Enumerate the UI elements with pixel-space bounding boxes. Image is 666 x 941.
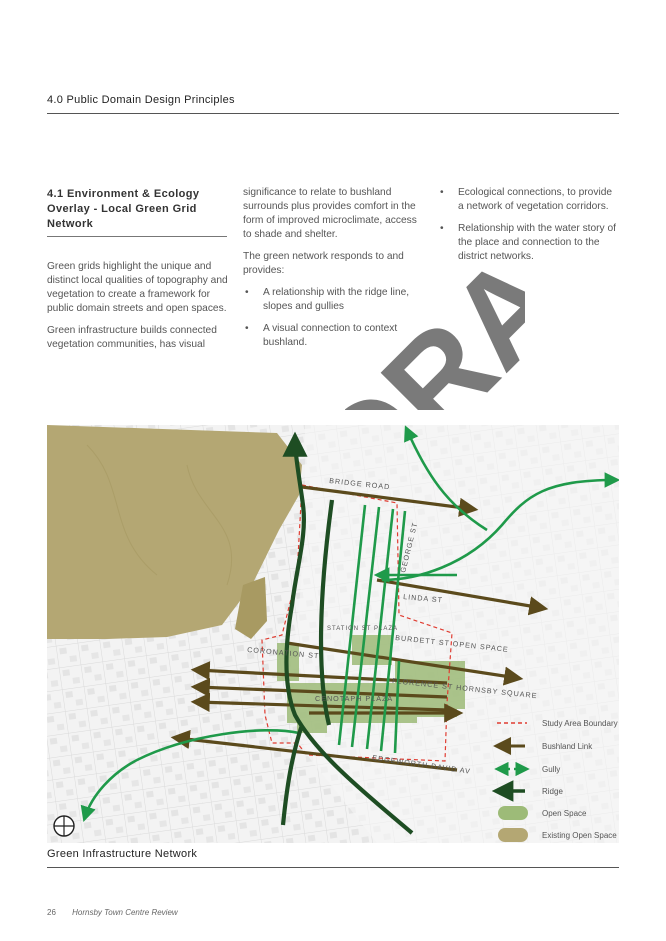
- caption-divider: [47, 867, 619, 868]
- ridge-lines: [280, 431, 414, 835]
- legend-item-gully: Gully: [494, 761, 560, 777]
- legend-label-ridge: Ridge: [542, 787, 563, 796]
- figure-caption: Green Infrastructure Network: [47, 848, 198, 860]
- draft-watermark: DRAFT: [345, 270, 525, 410]
- map-base-edge: [287, 425, 619, 843]
- bushland-tracks: [86, 444, 233, 586]
- document-title: Hornsby Town Centre Review: [72, 908, 178, 917]
- legend-item-bushland-link: Bushland Link: [493, 737, 593, 755]
- legend-label-existing-open-space: Existing Open Space: [542, 831, 617, 840]
- subsection-heading: 4.1 Environment & Ecology Overlay - Loca…: [47, 188, 200, 230]
- col2-bullets: A relationship with the ridge line, slop…: [243, 286, 425, 350]
- north-compass-icon: [53, 815, 75, 837]
- column-1: Green grids highlight the unique and dis…: [47, 260, 229, 360]
- col3-bullet-2: Relationship with the water story of the…: [438, 222, 620, 264]
- col2-para-2: The green network responds to and provid…: [243, 251, 404, 276]
- col2-bullet-2: A visual connection to context bushland.: [243, 322, 425, 350]
- label-station-st-plaza: STATION ST PLAZA: [327, 626, 398, 632]
- legend-label-gully: Gully: [542, 765, 560, 774]
- legend-label-study-area: Study Area Boundary: [542, 719, 618, 728]
- legend-label-open-space: Open Space: [542, 809, 587, 818]
- legend-label-bushland-link: Bushland Link: [542, 742, 593, 751]
- legend-item-ridge: Ridge: [491, 780, 563, 802]
- existing-open-space-patch: [235, 577, 267, 639]
- label-cenotaph-plaza: CENOTAPH PLAZA: [315, 694, 393, 703]
- existing-open-space-area: [47, 425, 302, 639]
- legend-item-study-area: Study Area Boundary: [497, 719, 618, 728]
- draft-watermark-text: DRAFT: [345, 270, 525, 410]
- col2-para-1: significance to relate to bushland surro…: [243, 187, 417, 240]
- map-legend: Study Area Boundary Bushland Link Gully …: [491, 719, 618, 842]
- legend-item-open-space: Open Space: [498, 806, 587, 820]
- subsection-divider: [47, 236, 227, 237]
- section-divider: [47, 113, 619, 114]
- col2-bullet-1: A relationship with the ridge line, slop…: [243, 286, 425, 314]
- gully-lines: [80, 425, 619, 822]
- col1-para-2: Green infrastructure builds connected ve…: [47, 325, 217, 350]
- study-area-boundary: [261, 484, 453, 762]
- col1-para-1: Green grids highlight the unique and dis…: [47, 261, 228, 314]
- column-2: significance to relate to bushland surro…: [243, 186, 425, 358]
- col3-bullets: Ecological connections, to provide a net…: [438, 186, 620, 264]
- legend-item-existing-open-space: Existing Open Space: [498, 828, 617, 842]
- column-3: Ecological connections, to provide a net…: [438, 186, 620, 272]
- section-heading: 4.0 Public Domain Design Principles: [47, 94, 235, 106]
- green-infrastructure-map: BRIDGE ROAD GEORGE ST LINDA ST STATION S…: [47, 425, 619, 843]
- label-linda-st: LINDA ST: [403, 592, 444, 604]
- page-footer: 26 Hornsby Town Centre Review: [47, 908, 192, 917]
- page-number: 26: [47, 908, 56, 917]
- col3-bullet-1: Ecological connections, to provide a net…: [438, 186, 620, 214]
